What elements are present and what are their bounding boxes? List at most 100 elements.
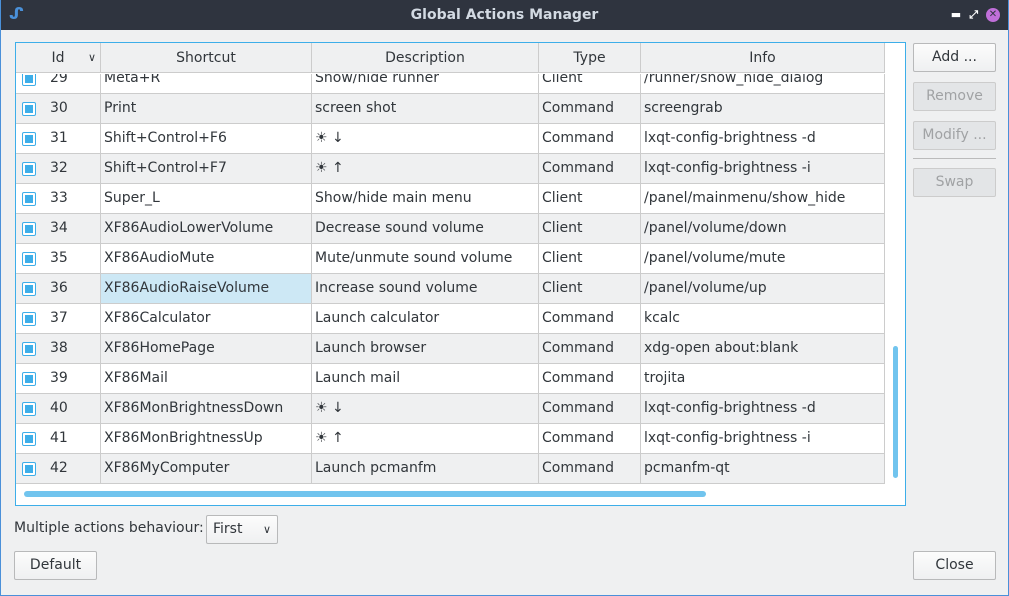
- description-cell[interactable]: Mute/unmute sound volume: [312, 244, 539, 273]
- header-shortcut[interactable]: Shortcut: [101, 43, 312, 72]
- info-cell[interactable]: /runner/show_hide_dialog: [641, 74, 885, 93]
- type-cell[interactable]: Command: [539, 334, 641, 363]
- type-cell[interactable]: Client: [539, 274, 641, 303]
- shortcut-cell[interactable]: XF86AudioLowerVolume: [101, 214, 312, 243]
- table-row[interactable]: 41 XF86MonBrightnessUp ☀ ↑ Command lxqt-…: [16, 424, 885, 454]
- shortcut-cell[interactable]: Super_L: [101, 184, 312, 213]
- enabled-checkbox[interactable]: [22, 461, 36, 476]
- enabled-checkbox[interactable]: [22, 431, 36, 446]
- swap-button[interactable]: Swap: [913, 168, 996, 197]
- table-row[interactable]: 38 XF86HomePage Launch browser Command x…: [16, 334, 885, 364]
- id-cell[interactable]: 32: [16, 154, 101, 183]
- vertical-scrollbar[interactable]: [893, 346, 898, 478]
- shortcut-cell[interactable]: XF86MonBrightnessDown: [101, 394, 312, 423]
- type-cell[interactable]: Command: [539, 94, 641, 123]
- table-row[interactable]: 29 Meta+R Show/hide runner Client /runne…: [16, 74, 885, 94]
- enabled-checkbox[interactable]: [22, 161, 36, 176]
- id-cell[interactable]: 31: [16, 124, 101, 153]
- table-row[interactable]: 36 XF86AudioRaiseVolume Increase sound v…: [16, 274, 885, 304]
- shortcut-cell[interactable]: Meta+R: [101, 74, 312, 93]
- shortcut-cell[interactable]: Shift+Control+F7: [101, 154, 312, 183]
- shortcut-cell[interactable]: XF86MonBrightnessUp: [101, 424, 312, 453]
- close-button[interactable]: Close: [913, 551, 996, 580]
- type-cell[interactable]: Command: [539, 454, 641, 483]
- table-row[interactable]: 31 Shift+Control+F6 ☀ ↓ Command lxqt-con…: [16, 124, 885, 154]
- table-row[interactable]: 30 Print screen shot Command screengrab: [16, 94, 885, 124]
- enabled-checkbox[interactable]: [22, 371, 36, 386]
- id-cell[interactable]: 29: [16, 74, 101, 93]
- info-cell[interactable]: lxqt-config-brightness -i: [641, 424, 885, 453]
- id-cell[interactable]: 41: [16, 424, 101, 453]
- shortcut-cell[interactable]: XF86AudioMute: [101, 244, 312, 273]
- type-cell[interactable]: Command: [539, 394, 641, 423]
- enabled-checkbox[interactable]: [22, 341, 36, 356]
- info-cell[interactable]: /panel/volume/up: [641, 274, 885, 303]
- remove-button[interactable]: Remove: [913, 82, 996, 111]
- default-button[interactable]: Default: [14, 551, 97, 580]
- type-cell[interactable]: Command: [539, 124, 641, 153]
- close-window-icon[interactable]: ✕: [986, 8, 1000, 22]
- description-cell[interactable]: Show/hide main menu: [312, 184, 539, 213]
- info-cell[interactable]: screengrab: [641, 94, 885, 123]
- description-cell[interactable]: Launch browser: [312, 334, 539, 363]
- table-row[interactable]: 42 XF86MyComputer Launch pcmanfm Command…: [16, 454, 885, 484]
- shortcut-cell[interactable]: Shift+Control+F6: [101, 124, 312, 153]
- type-cell[interactable]: Command: [539, 154, 641, 183]
- enabled-checkbox[interactable]: [22, 101, 36, 116]
- info-cell[interactable]: /panel/mainmenu/show_hide: [641, 184, 885, 213]
- description-cell[interactable]: Launch calculator: [312, 304, 539, 333]
- description-cell[interactable]: Launch pcmanfm: [312, 454, 539, 483]
- description-cell[interactable]: ☀ ↓: [312, 124, 539, 153]
- shortcut-cell[interactable]: XF86Mail: [101, 364, 312, 393]
- maximize-icon[interactable]: ⤢: [969, 8, 978, 21]
- table-row[interactable]: 37 XF86Calculator Launch calculator Comm…: [16, 304, 885, 334]
- description-cell[interactable]: Show/hide runner: [312, 74, 539, 93]
- behaviour-select[interactable]: First∨: [206, 515, 278, 544]
- table-row[interactable]: 39 XF86Mail Launch mail Command trojita: [16, 364, 885, 394]
- header-type[interactable]: Type: [539, 43, 641, 72]
- type-cell[interactable]: Client: [539, 214, 641, 243]
- type-cell[interactable]: Client: [539, 74, 641, 93]
- header-info[interactable]: Info: [641, 43, 885, 72]
- info-cell[interactable]: pcmanfm-qt: [641, 454, 885, 483]
- table-row[interactable]: 40 XF86MonBrightnessDown ☀ ↓ Command lxq…: [16, 394, 885, 424]
- id-cell[interactable]: 36: [16, 274, 101, 303]
- info-cell[interactable]: lxqt-config-brightness -d: [641, 394, 885, 423]
- header-id[interactable]: Id∨: [16, 43, 101, 72]
- description-cell[interactable]: ☀ ↑: [312, 424, 539, 453]
- shortcut-cell[interactable]: XF86HomePage: [101, 334, 312, 363]
- enabled-checkbox[interactable]: [22, 74, 36, 86]
- type-cell[interactable]: Command: [539, 424, 641, 453]
- info-cell[interactable]: kcalc: [641, 304, 885, 333]
- id-cell[interactable]: 33: [16, 184, 101, 213]
- type-cell[interactable]: Client: [539, 244, 641, 273]
- description-cell[interactable]: Decrease sound volume: [312, 214, 539, 243]
- header-description[interactable]: Description: [312, 43, 539, 72]
- enabled-checkbox[interactable]: [22, 311, 36, 326]
- add-button[interactable]: Add ...: [913, 43, 996, 72]
- shortcut-cell[interactable]: XF86MyComputer: [101, 454, 312, 483]
- enabled-checkbox[interactable]: [22, 191, 36, 206]
- type-cell[interactable]: Command: [539, 364, 641, 393]
- info-cell[interactable]: trojita: [641, 364, 885, 393]
- horizontal-scrollbar[interactable]: [24, 491, 706, 497]
- description-cell[interactable]: ☀ ↑: [312, 154, 539, 183]
- minimize-icon[interactable]: ▬: [950, 8, 962, 21]
- enabled-checkbox[interactable]: [22, 281, 36, 296]
- table-row[interactable]: 34 XF86AudioLowerVolume Decrease sound v…: [16, 214, 885, 244]
- id-cell[interactable]: 42: [16, 454, 101, 483]
- id-cell[interactable]: 40: [16, 394, 101, 423]
- id-cell[interactable]: 35: [16, 244, 101, 273]
- table-row[interactable]: 33 Super_L Show/hide main menu Client /p…: [16, 184, 885, 214]
- enabled-checkbox[interactable]: [22, 251, 36, 266]
- shortcut-cell[interactable]: XF86Calculator: [101, 304, 312, 333]
- id-cell[interactable]: 37: [16, 304, 101, 333]
- description-cell[interactable]: screen shot: [312, 94, 539, 123]
- shortcut-cell[interactable]: XF86AudioRaiseVolume: [101, 274, 312, 303]
- table-row[interactable]: 32 Shift+Control+F7 ☀ ↑ Command lxqt-con…: [16, 154, 885, 184]
- info-cell[interactable]: /panel/volume/mute: [641, 244, 885, 273]
- type-cell[interactable]: Command: [539, 304, 641, 333]
- table-row[interactable]: 35 XF86AudioMute Mute/unmute sound volum…: [16, 244, 885, 274]
- description-cell[interactable]: Launch mail: [312, 364, 539, 393]
- shortcut-cell[interactable]: Print: [101, 94, 312, 123]
